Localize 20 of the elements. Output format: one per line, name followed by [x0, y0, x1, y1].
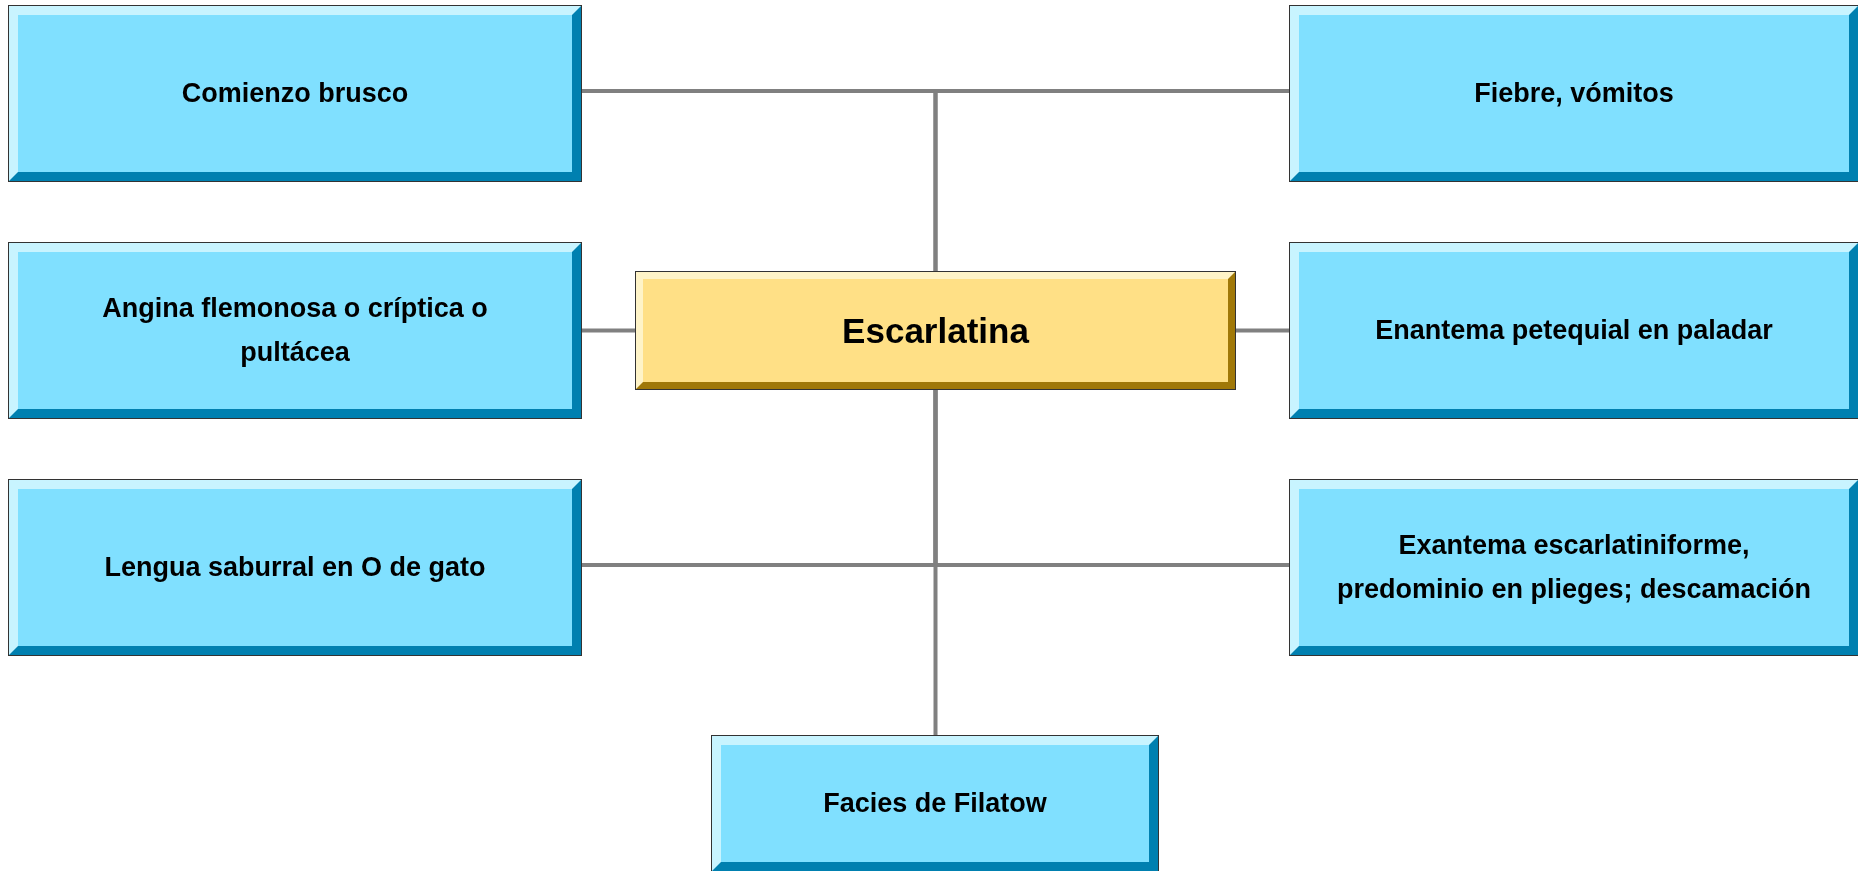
symptom-box: [712, 736, 1158, 871]
connector-line: [581, 328, 636, 333]
symptom-box: [1290, 6, 1858, 181]
symptom-box: [1290, 243, 1858, 418]
box-label: Escarlatina: [841, 309, 1031, 352]
box-label: Exantema escarlatiniforme, predominio en plieges; descamación: [1335, 529, 1813, 606]
symptom-box: [9, 6, 581, 181]
symptom-box: [9, 243, 581, 418]
box-label: Lengua saburral en O de gato: [103, 550, 487, 584]
box-label: Facies de Filatow: [822, 786, 1048, 820]
box-label: Enantema petequial en paladar: [1374, 313, 1774, 347]
box-label: Fiebre, vómitos: [1473, 76, 1675, 110]
connector-line: [933, 89, 1290, 272]
symptom-box: [1290, 480, 1858, 655]
symptom-box: [9, 480, 581, 655]
central-box: [636, 272, 1235, 389]
box-label: Angina flemonosa o críptica o pultácea: [101, 292, 489, 369]
connector-line: [933, 389, 938, 736]
box-label: Comienzo brusco: [180, 76, 410, 110]
connector-line: [1235, 328, 1290, 333]
